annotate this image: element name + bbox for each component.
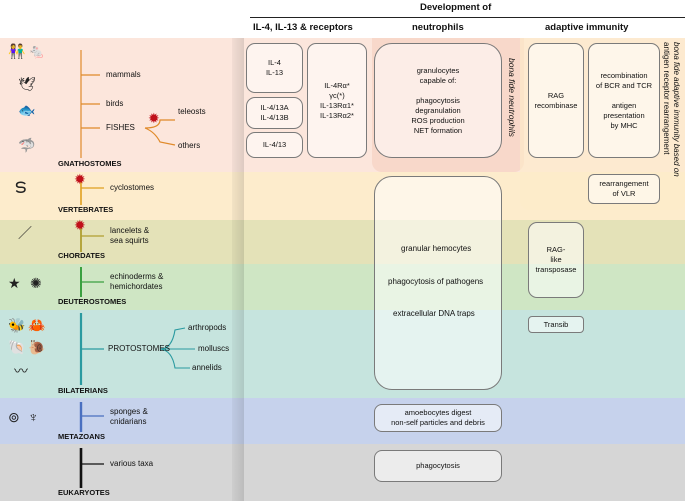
bilaterians-label: BILATERIANS xyxy=(58,386,108,395)
insect-icon: 🐝 xyxy=(8,317,26,333)
bona-fide-neutrophils-label: bona fide neutrophils xyxy=(507,58,517,137)
granulocytes-box: granulocytes capable of: phagocytosis de… xyxy=(374,43,502,158)
header-adaptive: adaptive immunity xyxy=(545,22,629,33)
bona-fide-adaptive-label: bona fide adaptive immunity based on xyxy=(672,42,681,177)
hemichordates-label: hemichordates xyxy=(110,282,163,291)
vertebrate-star-icon: ✹ xyxy=(74,171,86,187)
human-icon: 👫 xyxy=(8,43,26,59)
protostomes-label: PROTOSTOMES xyxy=(108,344,170,353)
fishes-label: FISHES xyxy=(106,123,135,132)
cyclostomes-label: cyclostomes xyxy=(110,183,155,192)
vlr-box: rearrangement of VLR xyxy=(588,174,660,204)
worm-icon: 〰 xyxy=(14,363,28,379)
starfish-icon: ★ xyxy=(8,275,21,291)
transib-box: Transib xyxy=(528,316,584,333)
il4-il13-box: IL-4 IL-13 xyxy=(246,43,303,93)
lancelet-icon: ／ xyxy=(18,225,32,241)
lancelets-label: lancelets & xyxy=(110,226,150,235)
header-title: Development of xyxy=(420,2,492,13)
header-neutrophils: neutrophils xyxy=(412,22,464,33)
band-eukaryotes xyxy=(0,444,685,501)
cnidarians-label: cnidarians xyxy=(110,417,147,426)
antigen-rearrangement-label: antigen receptor rearrangement xyxy=(662,42,671,155)
chordates-label: CHORDATES xyxy=(58,251,105,260)
jellyfish-icon: ♆ xyxy=(28,409,39,425)
bird-icon: 🕊 xyxy=(18,76,36,92)
chordate-star-icon: ✹ xyxy=(74,217,86,233)
header-il: IL-4, IL-13 & receptors xyxy=(253,22,353,33)
phagocytosis-pathogens-label: phagocytosis of pathogens xyxy=(388,277,484,286)
snail-icon: 🐌 xyxy=(28,339,46,355)
mouse-icon: 🐁 xyxy=(28,43,46,59)
vertebrates-label: VERTEBRATES xyxy=(58,205,114,214)
crab-icon: 🦀 xyxy=(28,317,46,333)
others-label: others xyxy=(178,141,201,150)
various-taxa-label: various taxa xyxy=(110,459,154,468)
band-metazoans xyxy=(0,398,685,444)
sponges-label: sponges & xyxy=(110,407,148,416)
deuterostomes-label: DEUTEROSTOMES xyxy=(58,297,127,306)
shark-icon: 🦈 xyxy=(18,137,36,153)
column-shade xyxy=(232,38,244,501)
receptors-box: IL-4Rα* γc(*) IL-13Rα1* IL-13Rα2* xyxy=(307,43,367,158)
extracellular-dna-label: extracellular DNA traps xyxy=(393,309,475,318)
arthropods-label: arthropods xyxy=(188,323,227,332)
molluscs-label: molluscs xyxy=(198,344,230,353)
eukaryotes-label: EUKARYOTES xyxy=(58,488,110,497)
header-line xyxy=(250,17,685,18)
mammals-label: mammals xyxy=(106,70,141,79)
il4-13-box: IL-4/13 xyxy=(246,132,303,158)
amoebocytes-box: amoebocytes digest non-self particles an… xyxy=(374,404,502,432)
lamprey-icon: ട xyxy=(14,176,26,198)
fish-icon: 🐟 xyxy=(18,102,36,118)
rag-like-box: RAG- like transposase xyxy=(528,222,584,298)
birds-label: birds xyxy=(106,99,124,108)
sponge-icon: ⊚ xyxy=(8,409,20,425)
teleosts-label: teleosts xyxy=(178,107,206,116)
echinoderms-label: echinoderms & xyxy=(110,272,164,281)
rag-recombinase-box: RAG recombinase xyxy=(528,43,584,158)
sea-squirts-label: sea squirts xyxy=(110,236,149,245)
phagocytosis-box: phagocytosis xyxy=(374,450,502,482)
metazoans-label: METAZOANS xyxy=(58,432,105,441)
gnathostomes-label: GNATHOSTOMES xyxy=(58,159,122,168)
shell-icon: 🐚 xyxy=(8,339,26,355)
urchin-icon: ✺ xyxy=(30,275,42,291)
granular-hemocytes-label: granular hemocytes xyxy=(401,244,472,253)
annelids-label: annelids xyxy=(192,363,222,372)
teleost-star-icon: ✹ xyxy=(148,110,160,126)
il4-13ab-box: IL-4/13A IL-4/13B xyxy=(246,97,303,129)
recombination-box: recombination of BCR and TCR antigen pre… xyxy=(588,43,660,158)
hemocytes-box xyxy=(374,176,502,390)
